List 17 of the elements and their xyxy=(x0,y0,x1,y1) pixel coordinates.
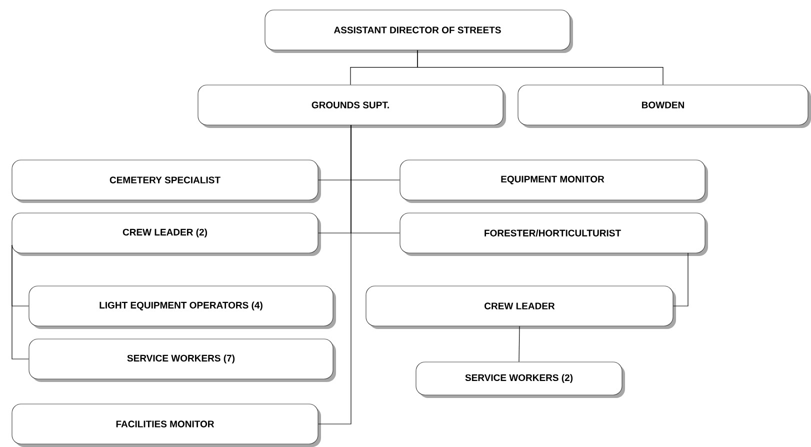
connector-line xyxy=(12,244,29,360)
connector-line xyxy=(318,124,352,424)
connector-line xyxy=(518,326,520,362)
org-box: SERVICE WORKERS (2) xyxy=(416,362,625,398)
org-box: LIGHT EQUIPMENT OPERATORS (4) xyxy=(28,286,336,329)
org-box: CREW LEADER (2) xyxy=(12,212,321,256)
connector-line xyxy=(673,252,688,306)
org-box: BOWDEN xyxy=(518,84,811,128)
org-box: SERVICE WORKERS (7) xyxy=(28,338,336,382)
org-box: FORESTER/HORTICULTURIST xyxy=(400,212,708,256)
org-box: CREW LEADER xyxy=(366,286,676,329)
org-box: ASSISTANT DIRECTOR OF STREETS xyxy=(264,10,573,53)
org-box: CEMETERY SPECIALIST xyxy=(12,160,321,203)
connector-line xyxy=(417,50,664,85)
org-box: FACILITIES MONITOR xyxy=(12,404,321,447)
org-box: EQUIPMENT MONITOR xyxy=(400,160,708,203)
org-box: GROUNDS SUPT. xyxy=(198,84,506,128)
